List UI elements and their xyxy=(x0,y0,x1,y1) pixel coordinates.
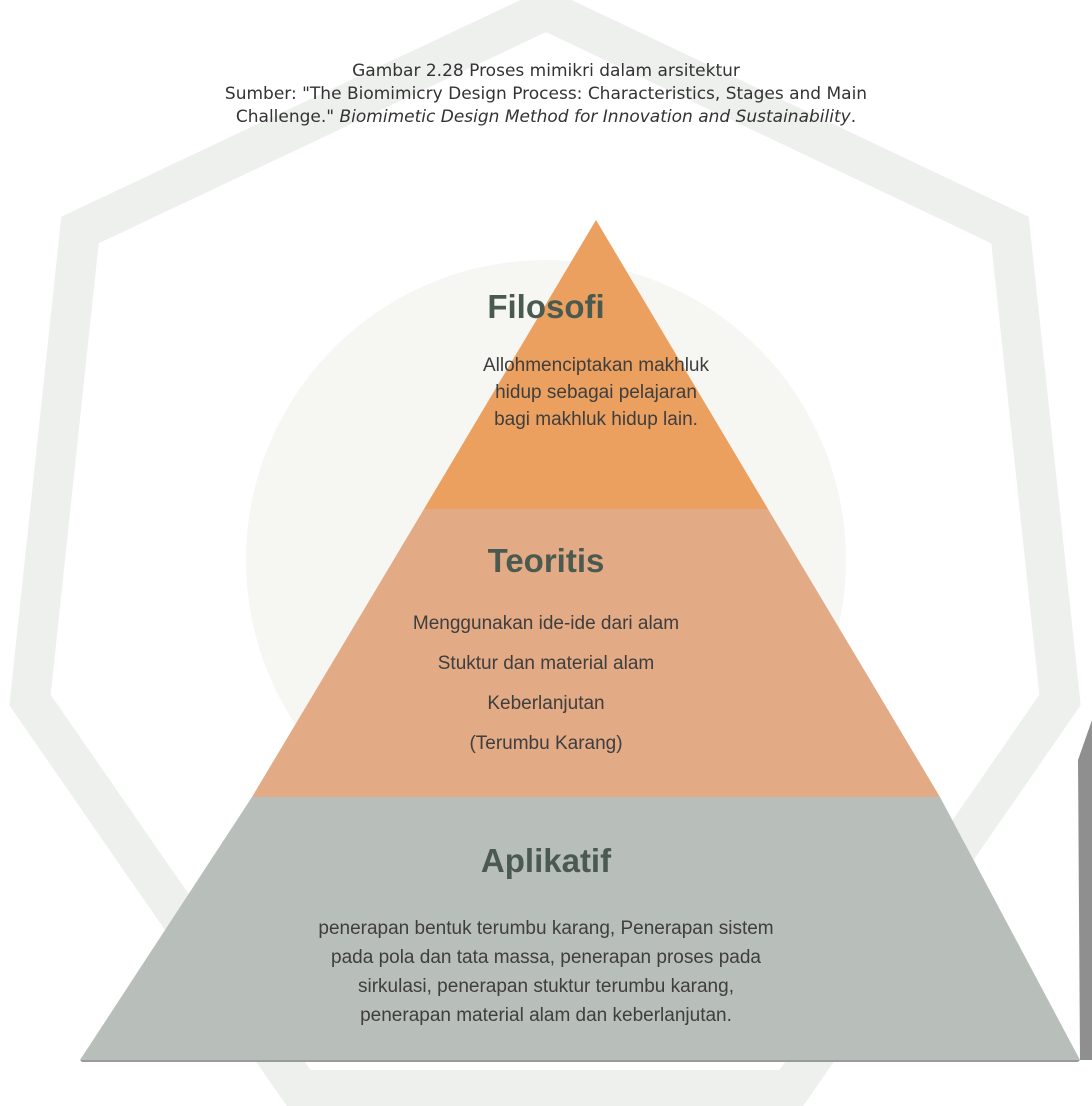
figure-caption: Gambar 2.28 Proses mimikri dalam arsitek… xyxy=(352,61,740,81)
tier-top-shape xyxy=(424,220,768,509)
tier-top-line: bagi makhluk hidup lain. xyxy=(494,409,698,430)
tier-middle-title: Teoritis xyxy=(487,542,605,579)
tier-middle-line: Stuktur dan material alam xyxy=(437,653,655,674)
tier-top-title: Filosofi xyxy=(487,288,605,325)
tier-top-line: Allohmenciptakan makhluk xyxy=(482,355,709,376)
tier-bottom-line: pada pola dan tata massa, penerapan pros… xyxy=(331,947,761,968)
tier-top-text: Allohmenciptakan makhluk hidup sebagai p… xyxy=(396,352,796,433)
figure-source-line2: Challenge." Biomimetic Design Method for… xyxy=(235,107,857,127)
tier-bottom-shape xyxy=(80,797,1080,1060)
source-journal: Biomimetic Design Method for Innovation … xyxy=(339,107,851,127)
tier-middle-line: (Terumbu Karang) xyxy=(469,733,623,754)
tier-top-line: hidup sebagai pelajaran xyxy=(495,382,697,403)
tier-middle-text: Menggunakan ide-ide dari alam Stuktur da… xyxy=(346,604,746,764)
tier-bottom-line: penerapan bentuk terumbu karang, Penerap… xyxy=(318,918,774,939)
tier-bottom-line: penerapan material alam dan keberlanjuta… xyxy=(360,1005,732,1026)
tier-middle-line: Keberlanjutan xyxy=(487,693,605,714)
tier-bottom-line: sirkulasi, penerapan stuktur terumbu kar… xyxy=(358,976,734,997)
tier-bottom-title: Aplikatif xyxy=(480,842,612,879)
figure-source-line1: Sumber: "The Biomimicry Design Process: … xyxy=(224,84,868,104)
pyramid-shadow xyxy=(1078,720,1092,1060)
tier-middle-line: Menggunakan ide-ide dari alam xyxy=(412,613,680,634)
tier-bottom-text: penerapan bentuk terumbu karang, Penerap… xyxy=(226,914,866,1030)
tier-middle-shape xyxy=(252,509,940,797)
